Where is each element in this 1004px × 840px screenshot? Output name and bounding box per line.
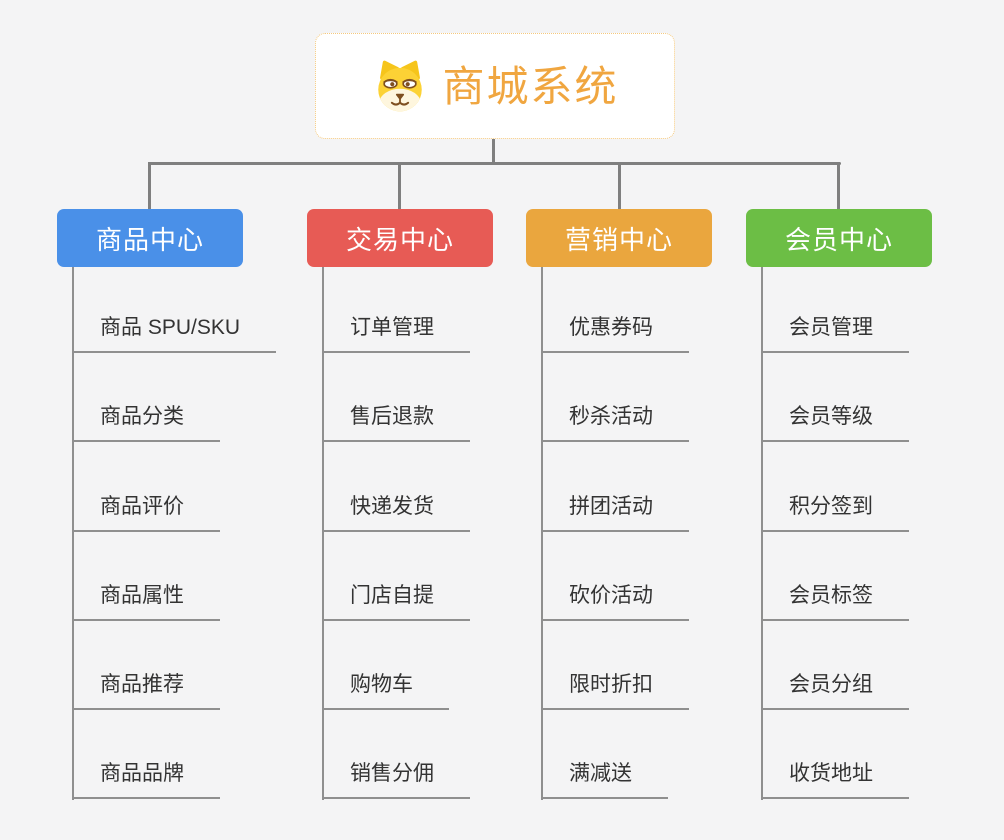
leaf-node-trade-shipping[interactable]: 快递发货 xyxy=(322,493,470,532)
branch-header-marketing[interactable]: 营销中心 xyxy=(526,209,712,267)
leaf-node-product-spu-sku[interactable]: 商品 SPU/SKU xyxy=(72,314,277,353)
leaf-node-marketing-discount[interactable]: 限时折扣 xyxy=(541,671,689,710)
connector-branch-line-marketing xyxy=(541,267,543,800)
leaf-node-marketing-bargain[interactable]: 砍价活动 xyxy=(541,582,689,621)
leaf-node-trade-pickup[interactable]: 门店自提 xyxy=(322,582,470,621)
leaf-node-member-points[interactable]: 积分签到 xyxy=(761,493,909,532)
branch-header-trade[interactable]: 交易中心 xyxy=(307,209,493,267)
leaf-node-member-level[interactable]: 会员等级 xyxy=(761,403,909,442)
connector-drop-member xyxy=(837,162,840,210)
leaf-node-trade-commission[interactable]: 销售分佣 xyxy=(322,760,470,799)
leaf-node-product-category[interactable]: 商品分类 xyxy=(72,403,220,442)
leaf-node-member-address[interactable]: 收货地址 xyxy=(761,760,909,799)
branch-header-member[interactable]: 会员中心 xyxy=(746,209,932,267)
leaf-node-marketing-group[interactable]: 拼团活动 xyxy=(541,493,689,532)
connector-drop-product xyxy=(148,162,151,210)
root-title: 商城系统 xyxy=(442,63,619,110)
leaf-node-trade-cart[interactable]: 购物车 xyxy=(322,671,449,710)
connector-horizontal-bar xyxy=(149,162,841,165)
leaf-node-marketing-flash[interactable]: 秒杀活动 xyxy=(541,403,689,442)
leaf-node-member-manage[interactable]: 会员管理 xyxy=(761,314,909,353)
leaf-node-trade-order[interactable]: 订单管理 xyxy=(322,314,470,353)
leaf-node-product-review[interactable]: 商品评价 xyxy=(72,493,220,532)
root-node[interactable]: 商城系统 xyxy=(315,33,675,139)
branch-header-product[interactable]: 商品中心 xyxy=(57,209,243,267)
leaf-node-product-brand[interactable]: 商品品牌 xyxy=(72,760,220,799)
dog-face-icon xyxy=(371,57,429,115)
leaf-node-marketing-fullcut[interactable]: 满减送 xyxy=(541,760,668,799)
leaf-node-product-recommend[interactable]: 商品推荐 xyxy=(72,671,220,710)
connector-branch-line-product xyxy=(72,267,74,800)
connector-root-stem xyxy=(492,138,495,164)
connector-branch-line-trade xyxy=(322,267,324,800)
connector-drop-marketing xyxy=(618,162,621,210)
leaf-node-product-attr[interactable]: 商品属性 xyxy=(72,582,220,621)
connector-branch-line-member xyxy=(761,267,763,800)
leaf-node-trade-refund[interactable]: 售后退款 xyxy=(322,403,470,442)
leaf-node-member-group[interactable]: 会员分组 xyxy=(761,671,909,710)
leaf-node-marketing-coupon[interactable]: 优惠券码 xyxy=(541,314,689,353)
connector-drop-trade xyxy=(398,162,401,210)
leaf-node-member-tag[interactable]: 会员标签 xyxy=(761,582,909,621)
